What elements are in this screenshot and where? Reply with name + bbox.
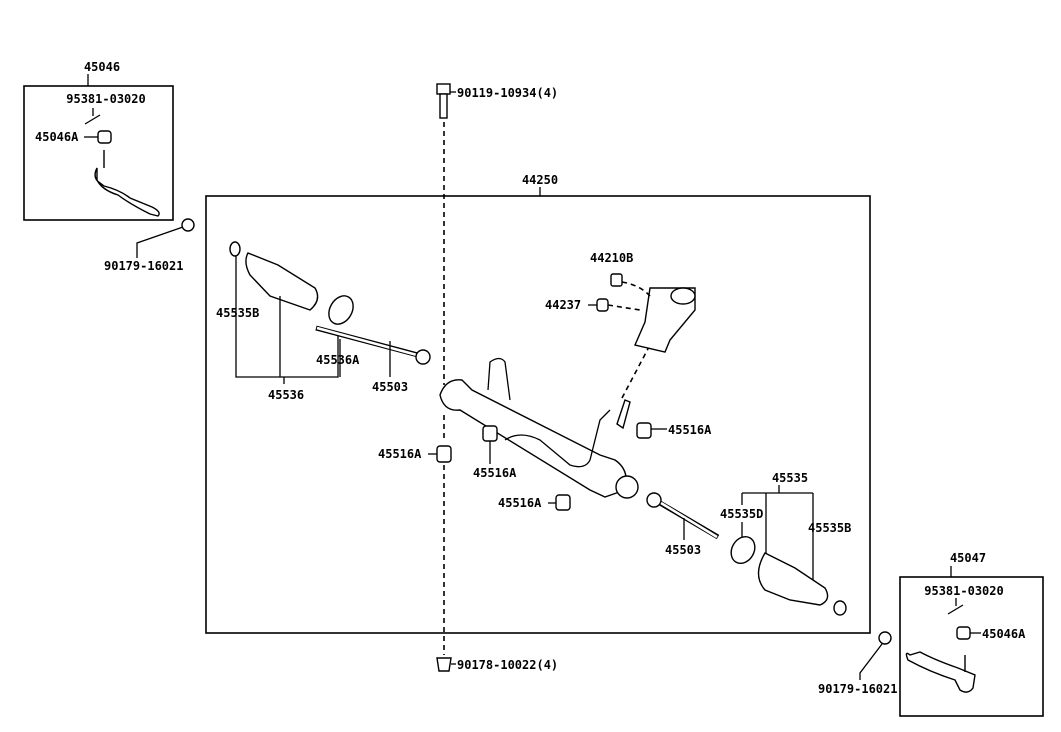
hydraulic-lines-icon — [487, 357, 611, 468]
bushing-icon — [555, 494, 571, 511]
band-icon — [730, 535, 756, 565]
tie-rod-joint-icon — [415, 349, 431, 365]
castle-nut-icon — [97, 130, 112, 144]
clamp-icon — [833, 600, 847, 616]
label-right-cotter-pin[interactable]: 95381-03020 — [924, 584, 1003, 598]
valve-port-icon — [670, 287, 696, 305]
leader-line — [859, 643, 883, 680]
left-tie-rod-end-box — [23, 85, 174, 221]
label-top-bolt[interactable]: 90119-10934(4) — [457, 86, 558, 100]
label-left-tie-rod[interactable]: 45503 — [372, 380, 408, 394]
tie-rod-inner — [316, 326, 418, 357]
tie-rod-inner — [660, 501, 718, 539]
bracket-lines — [741, 485, 814, 585]
bushing-icon — [482, 425, 498, 442]
label-left-band[interactable]: 45536A — [316, 353, 360, 367]
label-left-outer-nut[interactable]: 90179-16021 — [104, 259, 183, 273]
seal-icon — [596, 298, 609, 312]
label-bushing-center[interactable]: 45516A — [473, 466, 517, 480]
label-right-clamp[interactable]: 45535B — [808, 521, 851, 535]
label-45046[interactable]: 45046 — [84, 60, 120, 74]
label-right-boot-set[interactable]: 45535 — [772, 471, 808, 485]
label-right-band[interactable]: 45535D — [720, 507, 763, 521]
label-44210b[interactable]: 44210B — [590, 251, 633, 265]
cotter-pin-icon — [84, 108, 101, 125]
label-45047[interactable]: 45047 — [950, 551, 986, 565]
dashed-line — [621, 281, 651, 297]
bracket-lines — [235, 256, 339, 384]
label-left-boot-set[interactable]: 45536 — [268, 388, 304, 402]
dust-boot-icon — [245, 252, 319, 311]
right-tie-rod-end-box — [899, 576, 1044, 717]
rack-housing-icon — [439, 379, 627, 498]
nut-icon — [181, 218, 195, 232]
label-right-nut[interactable]: 45046A — [982, 627, 1026, 641]
dashed-alignment-line — [621, 344, 651, 399]
pinion-shaft-icon — [616, 399, 631, 430]
tie-rod-end-icon — [905, 651, 976, 693]
bolt-head-icon — [436, 83, 451, 95]
label-44250[interactable]: 44250 — [522, 173, 558, 187]
label-bottom-nut[interactable]: 90178-10022(4) — [457, 658, 558, 672]
bushing-icon — [636, 422, 652, 439]
bushing-icon — [436, 445, 452, 463]
leader-line — [136, 226, 184, 258]
castle-nut-icon — [956, 626, 971, 640]
dashed-line — [607, 304, 641, 311]
main-rack-assembly-group: 44250 45535B 45536A 45536 45503 44210B 4… — [205, 173, 871, 634]
mounting-bolts-group: 90119-10934(4) 90178-10022(4) — [436, 83, 558, 672]
main-assembly-box — [205, 195, 871, 634]
label-44237[interactable]: 44237 — [545, 298, 581, 312]
label-bushing-left[interactable]: 45516A — [378, 447, 422, 461]
label-left-clamp[interactable]: 45535B — [216, 306, 259, 320]
nut-44210b-icon — [610, 273, 623, 287]
label-right-outer-nut[interactable]: 90179-16021 — [818, 682, 897, 696]
label-left-cotter-pin[interactable]: 95381-03020 — [66, 92, 145, 106]
tie-rod-joint-icon — [646, 492, 662, 508]
left-tie-rod-end-group: 45046 95381-03020 45046A 90179-16021 — [23, 60, 195, 273]
flange-nut-icon — [436, 657, 452, 672]
label-right-tie-rod[interactable]: 45503 — [665, 543, 701, 557]
tie-rod-end-icon — [94, 150, 160, 217]
cotter-pin-icon — [947, 598, 964, 615]
label-bushing-lower[interactable]: 45516A — [498, 496, 542, 510]
bolt-shank-icon — [439, 93, 448, 119]
label-bushing-right[interactable]: 45516A — [668, 423, 712, 437]
nut-icon — [878, 631, 892, 645]
clamp-icon — [229, 241, 241, 257]
band-icon — [328, 295, 354, 325]
dust-boot-icon — [757, 552, 829, 606]
right-tie-rod-end-group: 45047 95381-03020 45046A 90179-16021 — [818, 551, 1044, 717]
pinion-housing-icon — [615, 475, 639, 499]
label-left-nut[interactable]: 45046A — [35, 130, 79, 144]
